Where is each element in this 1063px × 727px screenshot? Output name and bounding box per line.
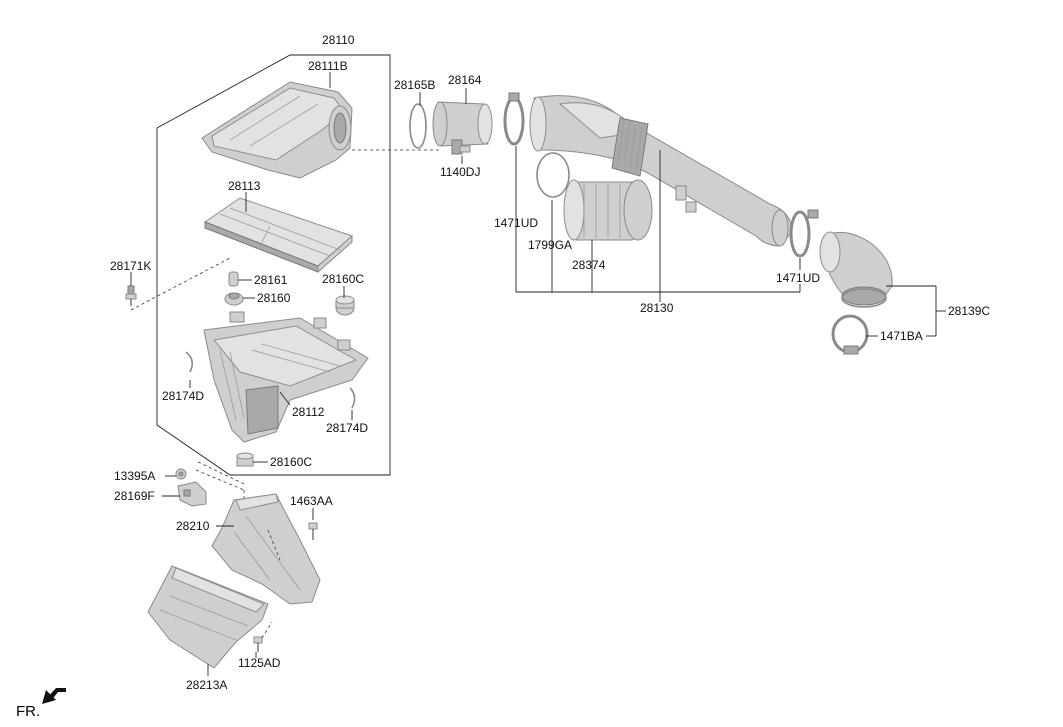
label-1125AD: 1125AD: [238, 656, 281, 670]
label-28111B: 28111B: [308, 59, 348, 73]
part-nut-13395A: [175, 468, 187, 480]
part-bolt-1463AA: [308, 522, 318, 540]
part-bolt-28171K: [125, 257, 231, 311]
part-grommet-28160C-top: [335, 295, 355, 316]
assembly-bracket-28110: [156, 54, 391, 476]
alignment-lines-lower: [195, 461, 245, 502]
part-air-cleaner-body: [203, 311, 369, 443]
part-air-guide-28213A: [147, 565, 269, 669]
part-clip-28174D-right: [349, 387, 356, 409]
part-air-cleaner-cover: [201, 81, 440, 179]
label-1799GA: 1799GA: [528, 238, 572, 252]
label-28213A: 28213A: [186, 678, 227, 692]
part-grommet-28161: [228, 271, 239, 287]
part-resonator-hose-28130: [529, 95, 793, 247]
label-28130: 28130: [640, 301, 674, 315]
label-1471UD-left: 1471UD: [494, 216, 538, 230]
label-1463AA: 1463AA: [290, 494, 333, 508]
part-bellows-28374: [563, 179, 653, 241]
part-elbow-hose-28139C: [819, 231, 893, 308]
part-grommet-28160C-bottom: [236, 452, 254, 467]
label-28169F: 28169F: [114, 489, 155, 503]
fr-label: FR.: [16, 703, 40, 720]
part-clamp-1471BA: [831, 314, 869, 355]
part-maf-sensor-28164: [432, 101, 493, 155]
label-28160C-bottom: 28160C: [270, 455, 312, 469]
part-filter-element: [203, 197, 353, 274]
leader-lines: [130, 72, 946, 676]
label-28164: 28164: [448, 73, 482, 87]
part-clamp-1471UD-right: [789, 209, 819, 258]
label-28160C-top: 28160C: [322, 272, 364, 286]
arrow-head-icon: [42, 690, 56, 704]
label-1140DJ: 1140DJ: [440, 165, 480, 179]
label-28210: 28210: [176, 519, 210, 533]
label-28113: 28113: [228, 179, 261, 193]
label-28161: 28161: [254, 273, 288, 287]
part-clip-28174D-left: [185, 351, 194, 373]
label-1471BA: 1471BA: [880, 329, 923, 343]
label-28174D-right: 28174D: [326, 421, 368, 435]
front-direction-marker: FR.: [16, 688, 66, 720]
part-clamp-1799GA: [536, 152, 570, 198]
label-28139C: 28139C: [948, 304, 990, 318]
label-28112: 28112: [292, 405, 325, 419]
label-1471UD-right: 1471UD: [776, 271, 820, 285]
part-clamp-1471UD-left: [503, 92, 525, 146]
part-intake-duct-28210: [211, 493, 321, 605]
label-13395A: 13395A: [114, 469, 155, 483]
part-bracket-28169F: [177, 481, 207, 507]
label-28374: 28374: [572, 258, 606, 272]
label-28171K: 28171K: [110, 259, 151, 273]
label-28160: 28160: [257, 291, 291, 305]
part-labels: 28110 28111B 28165B 28164 1140DJ 28113 2…: [110, 33, 990, 692]
part-bolt-1125AD: [253, 621, 273, 652]
label-28165B: 28165B: [394, 78, 435, 92]
label-28174D-left: 28174D: [162, 389, 204, 403]
label-28110: 28110: [322, 33, 355, 47]
part-oring-28165B: [409, 103, 427, 149]
part-grommet-28160: [224, 292, 244, 306]
